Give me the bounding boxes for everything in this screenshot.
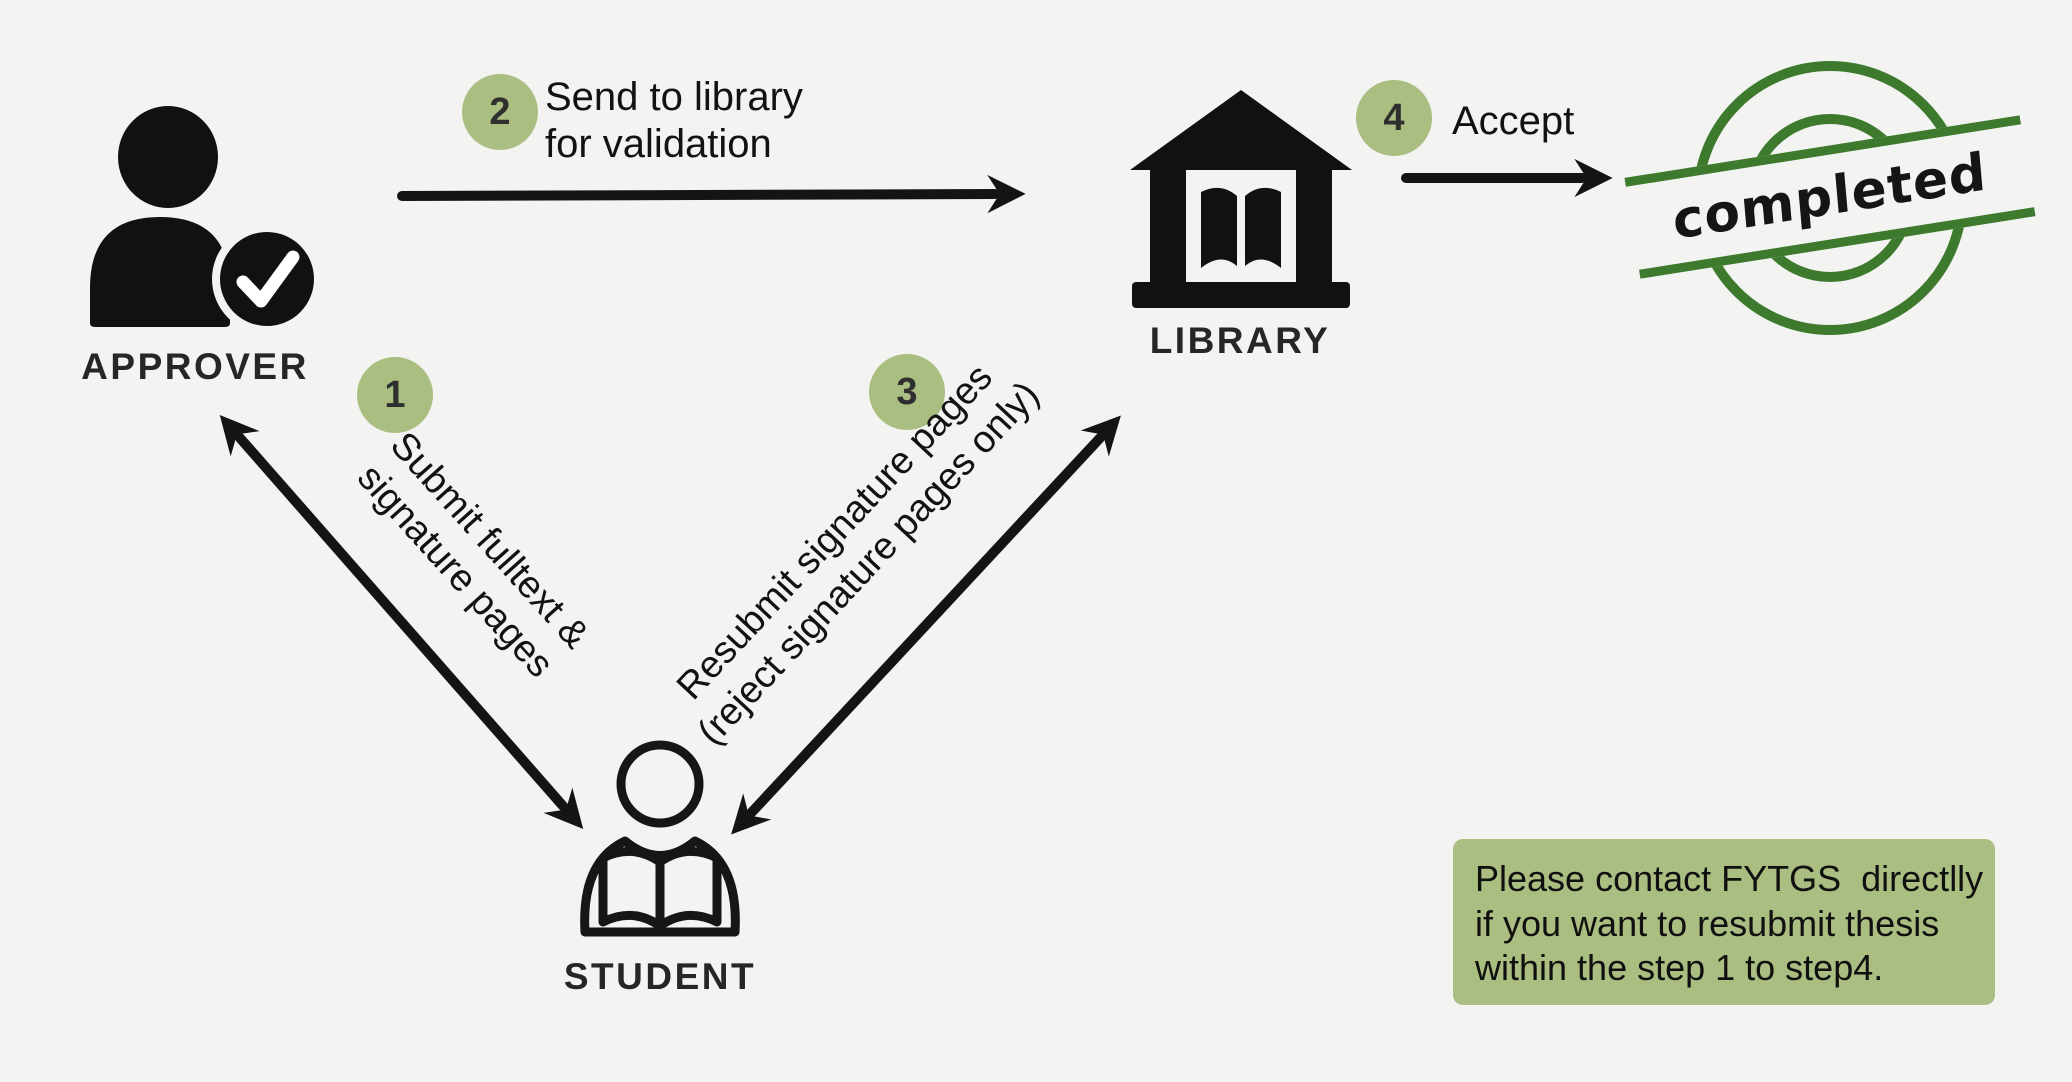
library-label: LIBRARY xyxy=(1149,320,1331,361)
contact-note-line: if you want to resubmit thesis xyxy=(1475,902,1940,944)
library-building-icon xyxy=(1130,90,1352,308)
person-check-icon xyxy=(90,106,322,331)
arrow-step3-student-library xyxy=(731,415,1121,835)
step1-number: 1 xyxy=(384,373,406,416)
step4-badge: 4 xyxy=(1356,80,1432,156)
approver-label: APPROVER xyxy=(81,346,309,387)
step4-number: 4 xyxy=(1383,96,1405,139)
contact-note-line: Please contact FYTGS directlly xyxy=(1475,858,1984,899)
student-reading-icon xyxy=(580,740,740,937)
step3-number: 3 xyxy=(896,370,918,413)
student-label: STUDENT xyxy=(563,956,757,997)
step2-number: 2 xyxy=(489,90,511,133)
contact-note: Please contact FYTGS directlly if you wa… xyxy=(1453,839,1995,1005)
step3-badge: 3 xyxy=(869,354,945,430)
step1-badge: 1 xyxy=(357,357,433,433)
step4-label: Accept xyxy=(1452,99,1575,143)
contact-note-line: within the step 1 to step4. xyxy=(1475,947,1884,989)
arrow-step2-approver-library xyxy=(397,174,1026,214)
step2-label: Send to library for validation xyxy=(545,75,803,167)
step2-badge: 2 xyxy=(462,74,538,150)
arrow-step1-approver-student xyxy=(219,414,584,830)
